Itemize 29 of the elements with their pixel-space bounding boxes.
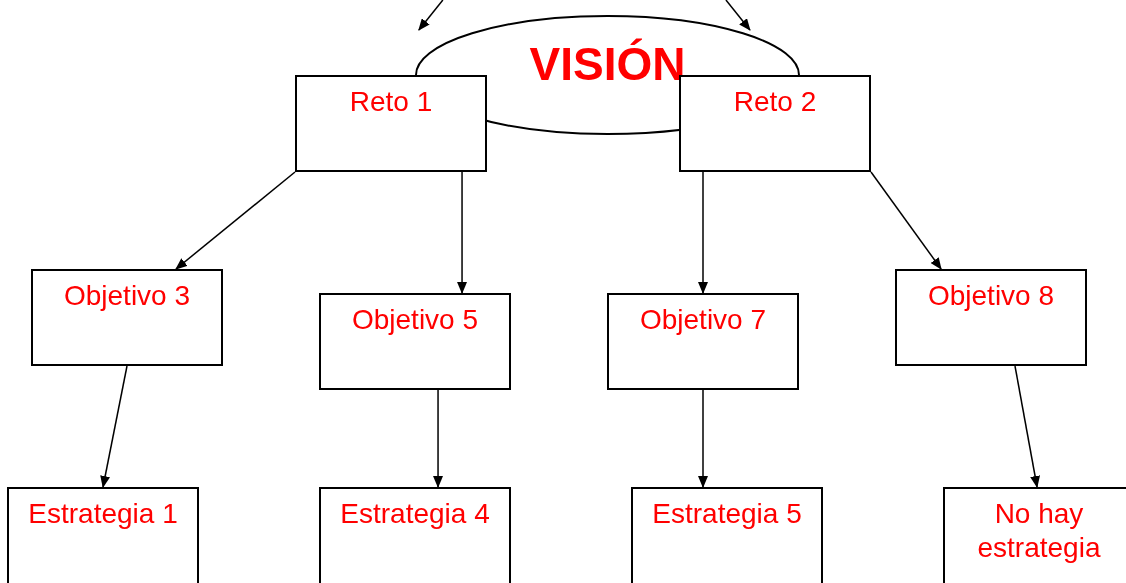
text-box (607, 293, 799, 390)
text-box (895, 269, 1087, 366)
arrow (698, 171, 708, 294)
box-label: Reto 1 (348, 85, 434, 119)
box-label: Estrategia 4 (339, 497, 491, 531)
arrow (418, 0, 444, 31)
text-box (319, 487, 511, 583)
text-box (31, 269, 223, 366)
box-label: Objetivo 8 (926, 279, 1056, 313)
box-label: No hay estrategia (976, 497, 1102, 565)
box-label: Objetivo 7 (638, 303, 768, 337)
text-box (631, 487, 823, 583)
arrow (698, 389, 708, 488)
arrow (433, 389, 444, 488)
box-label: Estrategia 1 (27, 497, 179, 531)
arrow (175, 171, 296, 270)
box-label: Reto 2 (732, 85, 818, 119)
text-box (295, 75, 487, 172)
arrow (725, 0, 751, 31)
text-box (943, 487, 1126, 583)
arrow (1014, 365, 1040, 488)
box-label: Estrategia 5 (651, 497, 803, 531)
box-label: Objetivo 5 (350, 303, 480, 337)
arrow (457, 171, 468, 294)
arrow (100, 365, 128, 488)
arrow (870, 171, 942, 270)
text-box (319, 293, 511, 390)
text-box (7, 487, 199, 583)
box-label: Objetivo 3 (62, 279, 192, 313)
